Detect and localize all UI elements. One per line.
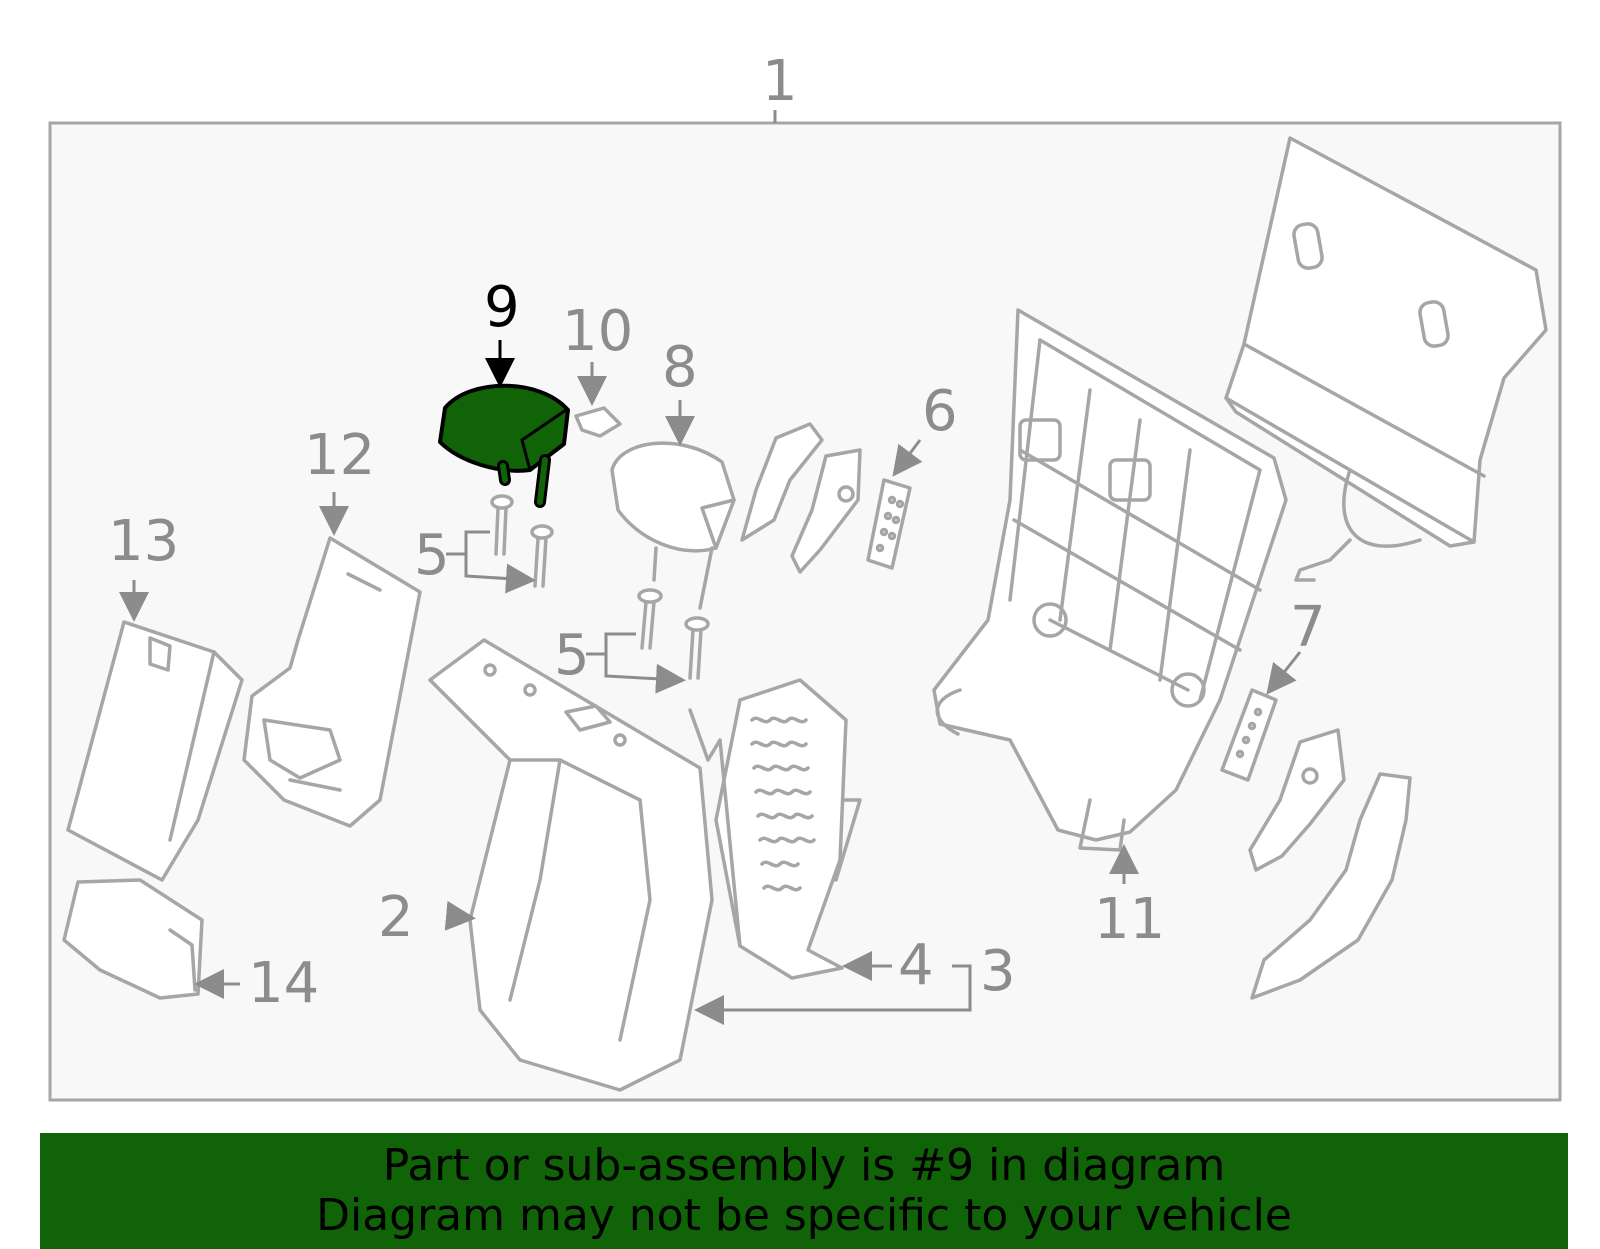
part-4-pad[interactable] [688,678,862,980]
callout-10: 10 [562,299,633,364]
part-9-headrest[interactable] [438,383,570,508]
banner-line-part: Part or sub-assembly is #9 in diagram [382,1140,1226,1191]
callout-11: 11 [1094,887,1165,952]
callout-4: 4 [898,933,934,998]
back-board[interactable] [1224,136,1548,582]
callout-12: 12 [304,423,375,488]
part-5-guides-lower[interactable] [637,588,710,680]
callout-1: 1 [762,49,798,114]
callout-5-upper: 5 [414,523,450,588]
callout-8: 8 [662,335,698,400]
part-7-trim-set[interactable] [1220,688,1412,1000]
callout-6: 6 [922,379,958,444]
part-6-trim-set[interactable] [740,422,912,574]
callout-2: 2 [378,885,414,950]
part-13-back-panel[interactable] [66,620,244,882]
callout-9: 9 [484,275,520,340]
part-10-clip[interactable] [574,406,622,438]
callout-3: 3 [980,939,1016,1004]
part-12-side-cover[interactable] [242,536,422,828]
callout-7: 7 [1290,595,1326,660]
callout-5-lower: 5 [554,623,590,688]
part-2-seatback-cover[interactable] [428,638,714,1092]
callout-14: 14 [248,951,319,1016]
parts-diagram: 1 2 3 4 5 5 6 7 8 9 10 11 12 13 14 [48,49,1562,1102]
callout-13: 13 [108,509,179,574]
info-banner: Part or sub-assembly is #9 in diagram Di… [40,1133,1568,1249]
part-11-frame[interactable] [932,308,1288,852]
banner-line-disclaimer: Diagram may not be specific to your vehi… [316,1190,1292,1241]
part-8-headrest[interactable] [610,441,736,610]
